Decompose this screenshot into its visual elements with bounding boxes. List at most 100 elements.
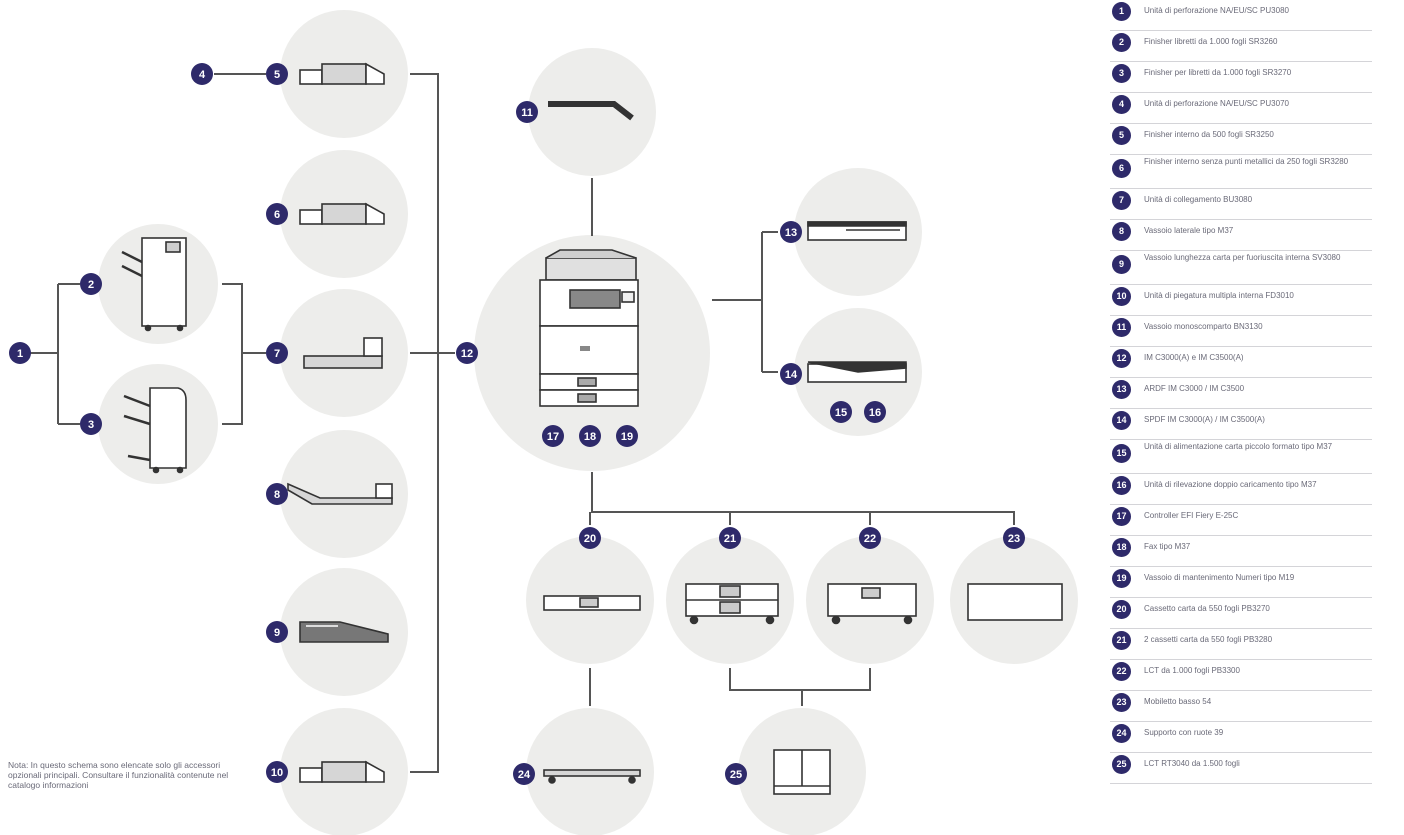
badge-label-23: 23 — [1008, 533, 1020, 545]
badge-4: 4 — [191, 63, 213, 85]
badge-label-24: 24 — [518, 769, 531, 781]
legend-badge: 7 — [1112, 191, 1131, 210]
legend-badge: 17 — [1112, 507, 1131, 526]
legend-text: Unità di perforazione NA/EU/SC PU3080 — [1144, 6, 1289, 15]
legend-badge: 20 — [1112, 600, 1131, 619]
legend-badge: 11 — [1112, 318, 1131, 337]
badge-label-2: 2 — [88, 279, 94, 291]
legend-badge: 23 — [1112, 693, 1131, 712]
badge-label-22: 22 — [864, 533, 876, 545]
badge-3: 3 — [80, 413, 102, 435]
legend-item: 5 Finisher interno da 500 fogli SR3250 — [1110, 124, 1372, 155]
legend-badge: 22 — [1112, 662, 1131, 681]
badge-label-12: 12 — [461, 348, 473, 360]
legend-badge: 1 — [1112, 2, 1131, 21]
badge-7: 7 — [266, 342, 288, 364]
legend-text: Unità di alimentazione carta piccolo for… — [1144, 442, 1333, 451]
legend-item: 2 Finisher libretti da 1.000 fogli SR3260 — [1110, 31, 1372, 62]
caster-table-24 — [543, 769, 641, 784]
mfp-main-unit — [539, 249, 639, 407]
legend-text: Finisher interno da 500 fogli SR3250 — [1144, 130, 1274, 139]
badge-14: 14 — [780, 363, 802, 385]
legend-text: LCT da 1.000 fogli PB3300 — [1144, 666, 1240, 675]
legend-badge: 5 — [1112, 126, 1131, 145]
legend-text: Finisher libretti da 1.000 fogli SR3260 — [1144, 37, 1278, 46]
badge-label-25: 25 — [730, 769, 742, 781]
option-circle-7 — [280, 289, 408, 417]
badge-label-21: 21 — [724, 533, 736, 545]
legend-item: 25 LCT RT3040 da 1.500 fogli — [1110, 753, 1372, 784]
badge-label-3: 3 — [88, 419, 94, 431]
legend-badge: 25 — [1112, 755, 1131, 774]
footnote: Nota: In questo schema sono elencate sol… — [8, 760, 229, 790]
badge-label-4: 4 — [199, 69, 206, 81]
option-circle-11 — [528, 48, 656, 176]
badge-21: 21 — [719, 527, 741, 549]
lct-22 — [827, 583, 917, 625]
folding-unit-10 — [299, 760, 385, 783]
badge-18: 18 — [579, 425, 601, 447]
booklet-finisher-3 — [123, 387, 187, 474]
badge-label-11: 11 — [521, 107, 533, 119]
legend-item: 22 LCT da 1.000 fogli PB3300 — [1110, 660, 1372, 691]
legend-text: Vassoio lunghezza carta per fuoriuscita … — [1144, 253, 1341, 262]
badge-13: 13 — [780, 221, 802, 243]
legend-badge: 2 — [1112, 33, 1131, 52]
badge-22: 22 — [859, 527, 881, 549]
booklet-finisher-2 — [121, 237, 187, 332]
badge-label-16: 16 — [869, 407, 881, 419]
badge-12: 12 — [456, 342, 478, 364]
legend-badge: 13 — [1112, 380, 1131, 399]
badge-label-14: 14 — [785, 369, 798, 381]
legend-text: Finisher per libretti da 1.000 fogli SR3… — [1144, 68, 1292, 77]
legend-item: 24 Supporto con ruote 39 — [1110, 722, 1372, 753]
badge-25: 25 — [725, 763, 747, 785]
legend-text: Unità di perforazione NA/EU/SC PU3070 — [1144, 99, 1289, 108]
legend-item: 13 ARDF IM C3000 / IM C3500 — [1110, 378, 1372, 409]
legend-text: LCT RT3040 da 1.500 fogli — [1144, 759, 1240, 768]
badge-6: 6 — [266, 203, 288, 225]
badge-16: 16 — [864, 401, 886, 423]
legend-text: Cassetto carta da 550 fogli PB3270 — [1144, 604, 1270, 613]
legend-badge: 14 — [1112, 411, 1131, 430]
badge-23: 23 — [1003, 527, 1025, 549]
badge-2: 2 — [80, 273, 102, 295]
shift-tray-9 — [299, 621, 389, 643]
badge-label-15: 15 — [835, 407, 847, 419]
legend-text: Unità di rilevazione doppio caricamento … — [1144, 480, 1317, 489]
legend-badge: 18 — [1112, 538, 1131, 557]
badge-10: 10 — [266, 761, 288, 783]
badge-9: 9 — [266, 621, 288, 643]
legend-badge: 3 — [1112, 64, 1131, 83]
legend-text: Supporto con ruote 39 — [1144, 728, 1224, 737]
options-diagram: 1 2 3 4 5 6 7 8 9 10 11 12 13 14 15 16 1… — [9, 10, 1078, 835]
legend-text: Unità di piegatura multipla interna FD30… — [1144, 291, 1294, 300]
legend-badge: 6 — [1112, 158, 1131, 178]
legend-item: 20 Cassetto carta da 550 fogli PB3270 — [1110, 598, 1372, 629]
badge-label-18: 18 — [584, 431, 596, 443]
badge-label-13: 13 — [785, 227, 797, 239]
legend-text: ARDF IM C3000 / IM C3500 — [1144, 384, 1245, 393]
legend-badge: 16 — [1112, 476, 1131, 495]
badge-17: 17 — [542, 425, 564, 447]
badge-19: 19 — [616, 425, 638, 447]
legend-badge: 24 — [1112, 724, 1131, 743]
legend-badge: 9 — [1112, 254, 1131, 274]
option-circle-8 — [280, 430, 408, 558]
legend-text: SPDF IM C3000(A) / IM C3500(A) — [1144, 415, 1265, 424]
badge-label-17: 17 — [547, 431, 559, 443]
legend-item: 16 Unità di rilevazione doppio caricament… — [1110, 474, 1372, 505]
bridge-unit-7 — [303, 337, 383, 369]
